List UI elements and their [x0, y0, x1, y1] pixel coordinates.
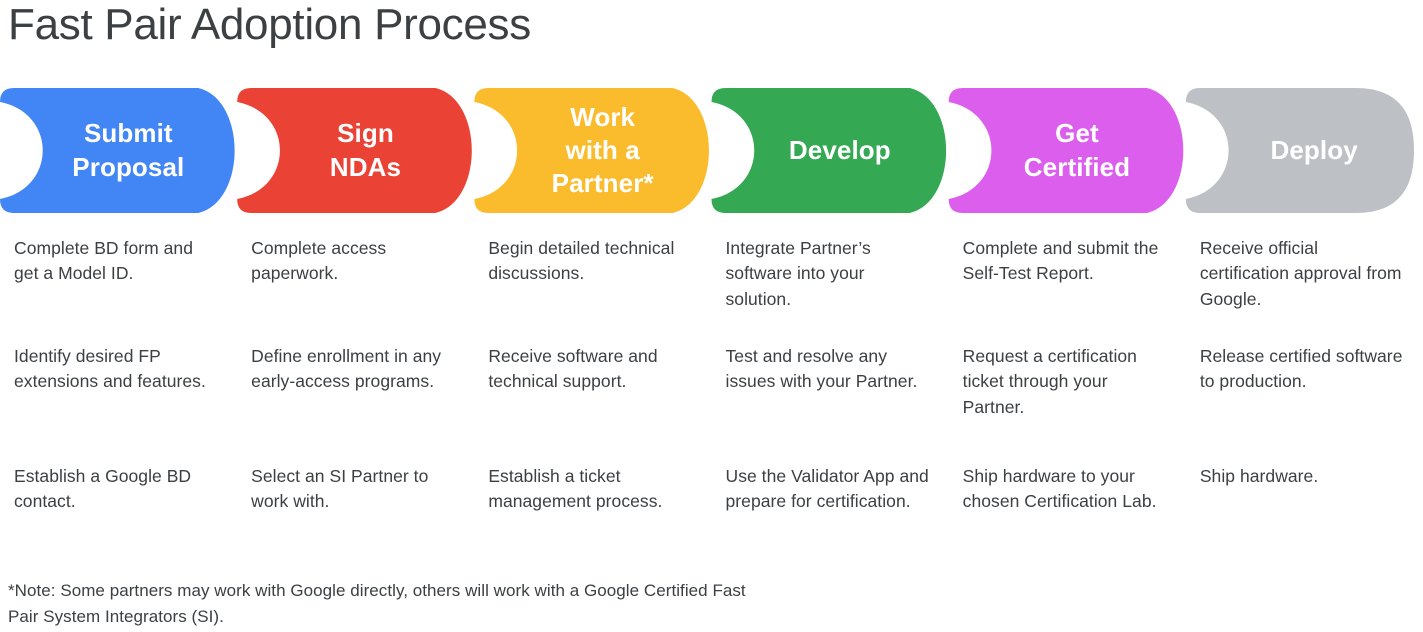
- stage-detail-item: Ship hardware to your chosen Certificati…: [962, 466, 1157, 512]
- stage-detail-item: Receive software and technical support.: [488, 346, 658, 392]
- stage-detail-item: Complete access paperwork.: [251, 238, 387, 284]
- stage-detail-item: Receive official certification approval …: [1199, 238, 1402, 309]
- stage-shape-5[interactable]: [948, 88, 1184, 213]
- stage-shape-1[interactable]: [0, 88, 235, 213]
- stage-detail-item: Use the Validator App and prepare for ce…: [725, 466, 929, 512]
- stage-detail-item: Begin detailed technical discussions.: [488, 238, 675, 284]
- stage-shape-2[interactable]: [237, 88, 472, 213]
- stage-shape-3[interactable]: [474, 88, 709, 213]
- stage-detail-item: Complete and submit the Self-Test Report…: [962, 238, 1159, 284]
- page-title: Fast Pair Adoption Process: [8, 0, 531, 49]
- process-stage-banner: [0, 88, 1423, 213]
- stage-detail-item: Complete BD form and get a Model ID.: [14, 238, 193, 284]
- stage-detail-columns: Complete BD form and get a Model ID. Iden…: [0, 236, 1423, 556]
- stage-detail-item: Release certified software to production…: [1199, 346, 1403, 392]
- stage-shape-4[interactable]: [711, 88, 947, 213]
- stage-detail-item: Ship hardware.: [1199, 466, 1319, 486]
- footnote-note: *Note: Some partners may work with Googl…: [8, 581, 746, 626]
- stage-detail-item: Define enrollment in any early-access pr…: [251, 346, 442, 392]
- stage-detail-item: Select an SI Partner to work with.: [251, 466, 429, 512]
- stage-detail-item: Integrate Partner’s software into your s…: [725, 238, 871, 309]
- stage-detail-item: Establish a ticket management process.: [488, 466, 663, 512]
- stage-shape-6[interactable]: [1185, 88, 1414, 213]
- process-stage-shapes: [0, 88, 1414, 213]
- stage-detail-item: Request a certification ticket through y…: [962, 346, 1137, 417]
- stage-detail-item: Test and resolve any issues with your Pa…: [725, 346, 918, 392]
- stage-detail-item: Identify desired FP extensions and featu…: [14, 346, 206, 392]
- stage-detail-item: Establish a Google BD contact.: [14, 466, 192, 512]
